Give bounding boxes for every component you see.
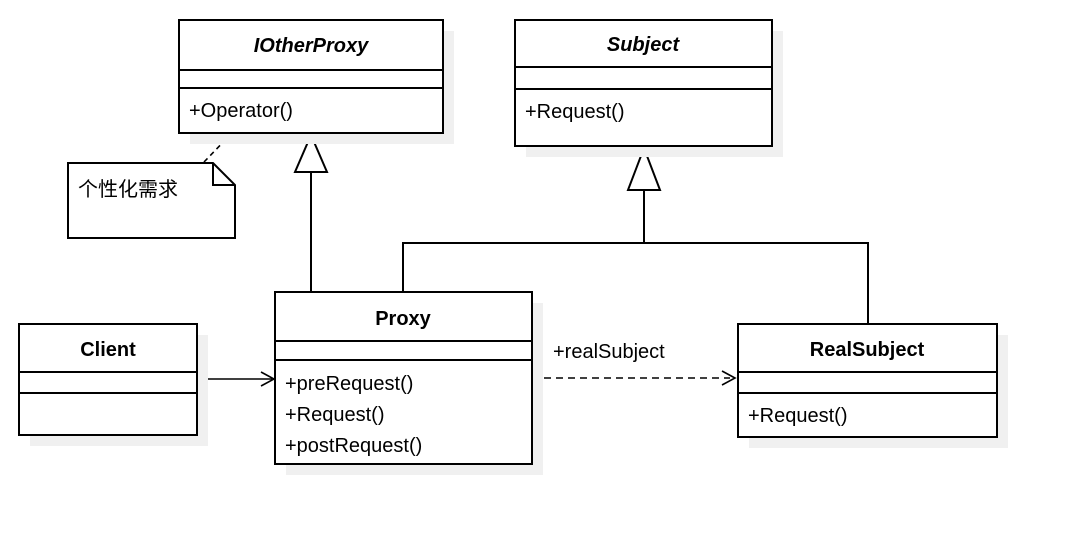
class-box	[18, 323, 198, 436]
class-method: +Request()	[285, 404, 385, 426]
hollow-triangle-arrowhead	[293, 132, 329, 173]
class-title: Subject	[607, 34, 681, 56]
open-arrowhead	[721, 370, 737, 386]
class-method: +preRequest()	[285, 373, 413, 395]
class-iotherproxy: IOtherProxy +Operator()	[178, 19, 454, 144]
class-title: IOtherProxy	[254, 35, 369, 57]
class-title: Proxy	[375, 308, 431, 330]
generalization-to-subject	[402, 145, 869, 324]
note-text: 个性化需求	[78, 178, 178, 201]
class-realsubject: RealSubject +Request()	[737, 323, 1008, 448]
dependency-label: +realSubject	[553, 341, 665, 363]
note-shape	[67, 162, 236, 239]
class-title: Client	[80, 339, 136, 361]
class-method: +postRequest()	[285, 435, 422, 457]
class-box	[274, 291, 533, 465]
class-subject: Subject +Request()	[514, 19, 783, 157]
note-fold	[212, 163, 235, 186]
class-title: RealSubject	[810, 339, 925, 361]
class-client: Client	[18, 323, 208, 446]
class-method: +Request()	[748, 405, 848, 427]
class-method: +Operator()	[189, 100, 293, 122]
class-proxy: Proxy +preRequest() +Request() +postRequ…	[274, 291, 543, 475]
note-link-line	[203, 133, 232, 163]
class-method: +Request()	[525, 101, 625, 123]
class-box	[514, 19, 773, 147]
class-box	[178, 19, 444, 134]
dependency-proxy-to-realsubject: +realSubject	[532, 341, 737, 386]
generalization-proxy-to-iotherproxy	[293, 132, 329, 292]
generalization-branch-line	[402, 242, 869, 324]
note: 个性化需求	[67, 162, 236, 239]
class-box	[737, 323, 998, 438]
